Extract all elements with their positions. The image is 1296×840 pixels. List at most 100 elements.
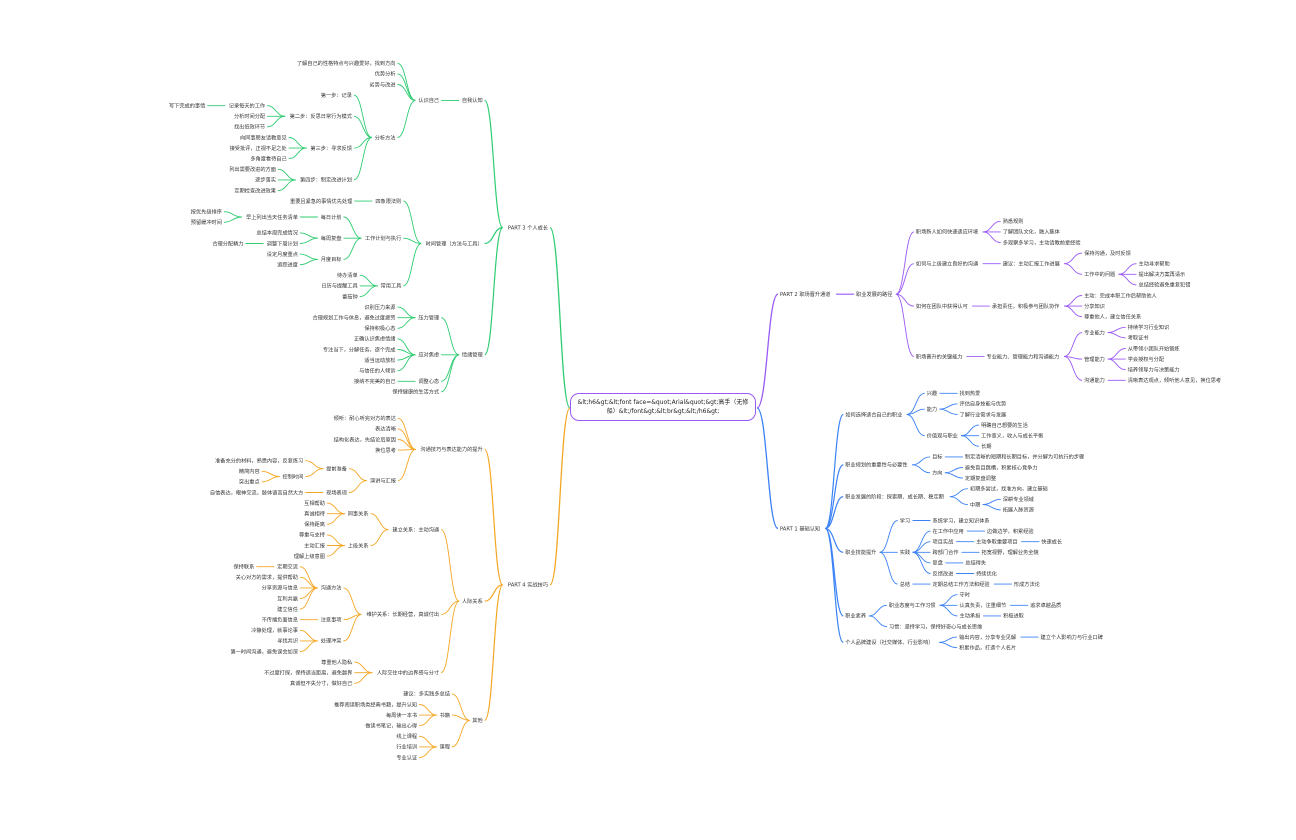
subtopic-node[interactable]: 职业规划的重要性与必要性: [845, 461, 907, 469]
leaf-topic-node[interactable]: 工作意义，收入与成长平衡: [981, 432, 1043, 440]
subtopic-node[interactable]: 压力管理: [418, 314, 440, 322]
subtopic-node[interactable]: 早上列出当天任务清单: [246, 213, 298, 221]
subtopic-node[interactable]: 如何在团队中获得认可: [916, 302, 968, 310]
main-branch-topic[interactable]: PART 1 基础认知: [780, 524, 820, 532]
subtopic-node[interactable]: 认识自己: [418, 96, 439, 104]
leaf-topic-node[interactable]: 尊重与支持: [299, 531, 325, 539]
subtopic-node[interactable]: 四象限法则: [375, 197, 401, 205]
subtopic-node[interactable]: 反馈改进: [933, 569, 954, 577]
subtopic-node[interactable]: 调整心态: [418, 377, 439, 385]
subtopic-node[interactable]: 自我认知: [462, 96, 483, 104]
leaf-topic-node[interactable]: 合理规划工作与休息，避免过度疲劳: [312, 314, 395, 322]
leaf-topic-node[interactable]: 形成方法论: [1014, 580, 1041, 588]
subtopic-node[interactable]: 情绪管理: [462, 351, 484, 359]
leaf-topic-node[interactable]: 不过度打探，保持适当距离，避免越界: [264, 669, 352, 677]
leaf-topic-node[interactable]: 快速成长: [1041, 538, 1063, 546]
leaf-topic-node[interactable]: 劣势与改进: [370, 80, 396, 88]
leaf-topic-node[interactable]: 找出低效环节: [234, 123, 265, 131]
leaf-topic-node[interactable]: 保持沟通，及时反馈: [1084, 249, 1131, 257]
leaf-topic-node[interactable]: 从带领小团队开始锻炼: [1128, 344, 1180, 352]
leaf-topic-node[interactable]: 优势分析: [375, 70, 396, 78]
subtopic-node[interactable]: 现场表现: [326, 488, 347, 496]
subtopic-node[interactable]: 建立关系：主动沟通: [392, 525, 440, 533]
subtopic-node[interactable]: 时间管理（方法与工具）: [426, 239, 483, 247]
subtopic-node[interactable]: 职场晋升的关键能力: [916, 352, 963, 360]
leaf-topic-node[interactable]: 主动：完成本职工作后帮助他人: [1084, 291, 1157, 299]
subtopic-node[interactable]: 每日计划: [321, 213, 342, 221]
leaf-topic-node[interactable]: 积极进取: [1003, 612, 1025, 620]
subtopic-node[interactable]: 专业能力: [1084, 328, 1105, 336]
subtopic-node[interactable]: 分析方法: [375, 133, 396, 141]
subtopic-node[interactable]: 职业态度与工作习惯: [889, 601, 936, 609]
subtopic-node[interactable]: 目标: [932, 453, 942, 461]
leaf-topic-node[interactable]: 不传播负面信息: [262, 616, 298, 624]
subtopic-node[interactable]: 职业发展的阶段：探索期、成长期、稳定期: [845, 492, 944, 500]
leaf-topic-node[interactable]: 找到热爱: [960, 389, 981, 397]
leaf-topic-node[interactable]: 正确认识焦虑情绪: [354, 335, 396, 343]
subtopic-node[interactable]: 主动争取重要项目: [976, 538, 1018, 546]
leaf-topic-node[interactable]: 保持联系: [234, 563, 255, 571]
leaf-topic-node[interactable]: 逐步落实: [255, 176, 276, 184]
leaf-topic-node[interactable]: 总结经验避免重复犯错: [1139, 281, 1191, 289]
leaf-topic-node[interactable]: 习惯：坚持学习，保持好奇心与成长思维: [889, 622, 982, 630]
leaf-topic-node[interactable]: 保持积极心态: [364, 324, 395, 332]
subtopic-node[interactable]: 职业发展的路径: [856, 290, 892, 298]
leaf-topic-node[interactable]: 定期复盘调整: [965, 474, 996, 482]
leaf-topic-node[interactable]: 预留缓冲时间: [191, 218, 222, 226]
leaf-topic-node[interactable]: 专注当下，分解任务，逐个完成: [323, 345, 396, 353]
subtopic-node[interactable]: 控制时间: [283, 472, 304, 480]
leaf-topic-node[interactable]: 了解团队文化，融入集体: [1003, 228, 1061, 236]
leaf-topic-node[interactable]: 评估自身技能与优势: [960, 400, 1007, 408]
subtopic-node[interactable]: 人际交往中的边界感与分寸: [377, 669, 439, 677]
leaf-topic-node[interactable]: 保持距离: [304, 520, 325, 528]
leaf-topic-node[interactable]: 追踪进度: [277, 261, 298, 269]
leaf-topic-node[interactable]: 多观察多学习，主动请教前辈经验: [1003, 238, 1082, 246]
leaf-topic-node[interactable]: 适当运动放松: [364, 356, 395, 364]
subtopic-node[interactable]: 专业能力、管理能力和沟通能力: [987, 352, 1060, 360]
leaf-topic-node[interactable]: 保持健康的生活方式: [392, 388, 440, 396]
subtopic-node[interactable]: 沟通方法: [321, 584, 342, 592]
leaf-topic-node[interactable]: 建立信任: [277, 605, 298, 613]
subtopic-node[interactable]: 记录每天的工作: [229, 102, 265, 110]
subtopic-node[interactable]: 个人品牌建设（社交媒体、行业影响）: [845, 638, 933, 646]
main-branch-topic[interactable]: PART 3 个人成长: [508, 223, 549, 231]
leaf-topic-node[interactable]: 主动寻求帮助: [1139, 260, 1170, 268]
leaf-topic-node[interactable]: 倾听：耐心听完对方的表达: [334, 414, 396, 422]
leaf-topic-node[interactable]: 线上课程: [396, 732, 417, 740]
subtopic-node[interactable]: 职场新人如何快速适应环境: [916, 228, 978, 236]
subtopic-node[interactable]: 沟通能力: [1084, 376, 1105, 384]
leaf-topic-node[interactable]: 重要且紧急的事情优先处理: [290, 197, 353, 205]
leaf-topic-node[interactable]: 提出解决方案再请示: [1139, 270, 1186, 278]
subtopic-node[interactable]: 学习: [900, 516, 910, 524]
leaf-topic-node[interactable]: 积累作品，打造个人名片: [959, 644, 1016, 652]
leaf-topic-node[interactable]: 专业认证: [396, 753, 417, 761]
subtopic-node[interactable]: 第三步：寻求反馈: [310, 144, 352, 152]
subtopic-node[interactable]: 认真负责，注重细节: [960, 601, 1007, 609]
subtopic-node[interactable]: 管理能力: [1084, 355, 1105, 363]
leaf-topic-node[interactable]: 真诚相待: [304, 510, 325, 518]
subtopic-node[interactable]: 总结: [900, 580, 910, 588]
leaf-topic-node[interactable]: 互相帮助: [304, 499, 325, 507]
subtopic-node[interactable]: 主动承担: [960, 612, 981, 620]
leaf-topic-node[interactable]: 学会授权与分配: [1128, 355, 1165, 363]
subtopic-node[interactable]: 人际关系: [462, 597, 483, 605]
main-branch-topic[interactable]: PART 2 职场晋升通道: [780, 290, 830, 298]
leaf-topic-node[interactable]: 接纳不完美的自己: [354, 377, 396, 385]
subtopic-node[interactable]: 职业技能提升: [845, 548, 876, 556]
leaf-topic-node[interactable]: 设定月度重点: [267, 250, 298, 258]
subtopic-node[interactable]: 如何与上级建立良好的沟通: [916, 260, 979, 268]
leaf-topic-node[interactable]: 换位思考: [375, 446, 396, 454]
leaf-topic-node[interactable]: 准备充分的材料，熟悉内容，反复练习: [215, 457, 303, 465]
leaf-topic-node[interactable]: 突出重点: [239, 478, 260, 486]
leaf-topic-node[interactable]: 待办清单: [337, 271, 358, 279]
leaf-topic-node[interactable]: 系统学习，建立知识体系: [933, 516, 990, 524]
subtopic-node[interactable]: 调整下周计划: [267, 239, 298, 247]
subtopic-node[interactable]: 复盘: [933, 559, 943, 567]
leaf-topic-node[interactable]: 长期: [981, 442, 991, 450]
leaf-topic-node[interactable]: 冷静处理，就事论事: [251, 626, 298, 634]
leaf-topic-node[interactable]: 分析时间分配: [234, 112, 266, 120]
leaf-topic-node[interactable]: 熟悉规则: [1003, 217, 1024, 225]
leaf-topic-node[interactable]: 深耕专业领域: [1003, 495, 1034, 503]
leaf-topic-node[interactable]: 表达清晰: [375, 425, 396, 433]
subtopic-node[interactable]: 项目实战: [933, 538, 955, 546]
